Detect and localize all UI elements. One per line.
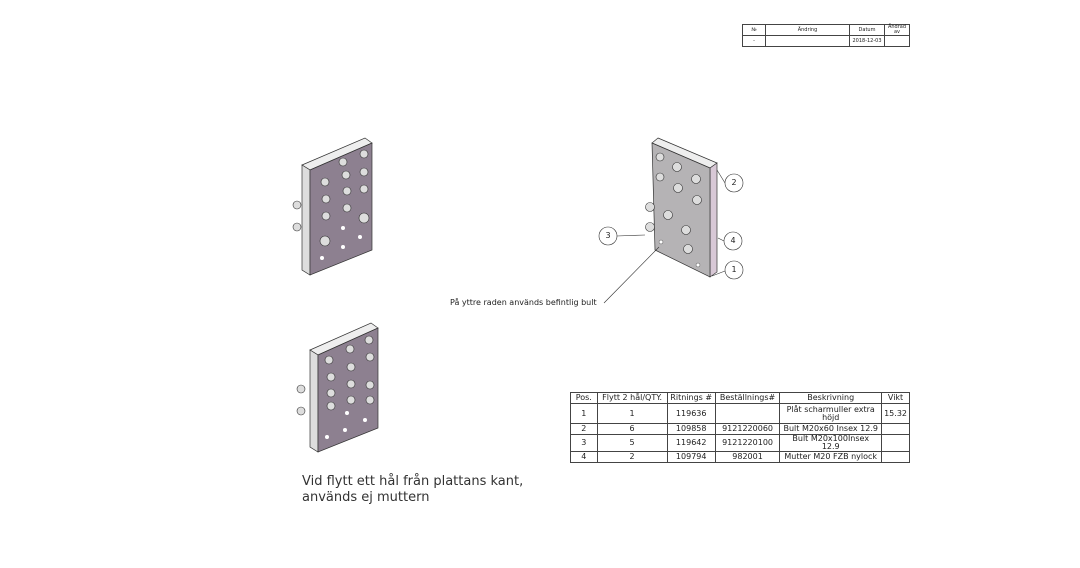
bom-cell: Mutter M20 FZB nylock xyxy=(779,451,883,463)
bom-header: Ritnings # xyxy=(666,392,716,404)
bom-cell: 1 xyxy=(570,403,598,424)
plate-view-bottom-left xyxy=(296,322,379,453)
rev-cell xyxy=(765,35,850,47)
bom-cell xyxy=(714,403,781,424)
balloon-label-1: 1 xyxy=(731,265,737,274)
bom-cell: 119642 xyxy=(666,434,716,452)
bom-header: Flytt 2 hål/QTY. xyxy=(596,392,668,404)
bom-table: Pos. Flytt 2 hål/QTY. Ritnings # Beställ… xyxy=(570,392,910,463)
bom-cell: 9121220060 xyxy=(714,423,781,435)
rev-header: Datum xyxy=(849,24,885,36)
balloon-1 xyxy=(724,260,744,280)
hole-note-line1: Vid flytt ett hål från plattans kant, xyxy=(302,474,524,489)
bom-cell: 5 xyxy=(596,434,668,452)
hole-note-line2: används ej muttern xyxy=(302,490,430,505)
rev-cell: 2018-12-03 xyxy=(849,35,885,47)
bom-cell: 109858 xyxy=(666,423,716,435)
bom-cell: 9121220100 xyxy=(714,434,781,452)
bom-cell xyxy=(881,451,910,463)
bom-header: Pos. xyxy=(570,392,598,404)
balloon-3 xyxy=(598,226,618,246)
rev-cell xyxy=(884,35,910,47)
bom-cell: 2 xyxy=(596,451,668,463)
rev-header: № xyxy=(742,24,766,36)
bom-cell xyxy=(881,423,910,435)
bom-header: Vikt xyxy=(881,392,910,404)
balloon-leaders xyxy=(598,169,744,304)
bom-cell: 1 xyxy=(596,403,668,424)
bom-header: Beskrivning xyxy=(779,392,883,404)
hole-note: Vid flytt ett hål från plattans kant, an… xyxy=(302,474,523,506)
balloon-4 xyxy=(723,231,743,251)
balloon-2 xyxy=(724,173,744,193)
bom-cell: 4 xyxy=(570,451,598,463)
bom-cell xyxy=(881,434,910,452)
rev-header: Ändring xyxy=(765,24,850,36)
bom-cell: 2 xyxy=(570,423,598,435)
bom-cell: 3 xyxy=(570,434,598,452)
plate-view-top-left xyxy=(292,137,373,276)
bom-cell: 6 xyxy=(596,423,668,435)
balloon-label-3: 3 xyxy=(605,231,611,240)
bom-cell: Plåt scharmuller extra höjd xyxy=(779,403,883,424)
bom-cell: Bult M20x60 Insex 12.9 xyxy=(779,423,883,435)
bom-cell: 982001 xyxy=(714,451,781,463)
bom-cell: 15.32 xyxy=(881,403,910,424)
bom-header: Beställnings# xyxy=(714,392,781,404)
balloon-label-4: 4 xyxy=(730,236,736,245)
bom-cell: 119636 xyxy=(666,403,716,424)
bom-cell: Bult M20x100Insex 12.9 xyxy=(779,434,883,452)
bolt-note: På yttre raden används befintlig bult xyxy=(450,298,597,307)
bom-cell: 109794 xyxy=(666,451,716,463)
plate-view-assembly xyxy=(645,137,718,278)
balloon-label-2: 2 xyxy=(731,178,737,187)
rev-cell: - xyxy=(742,35,766,47)
rev-header: Ändrad av xyxy=(884,24,910,36)
